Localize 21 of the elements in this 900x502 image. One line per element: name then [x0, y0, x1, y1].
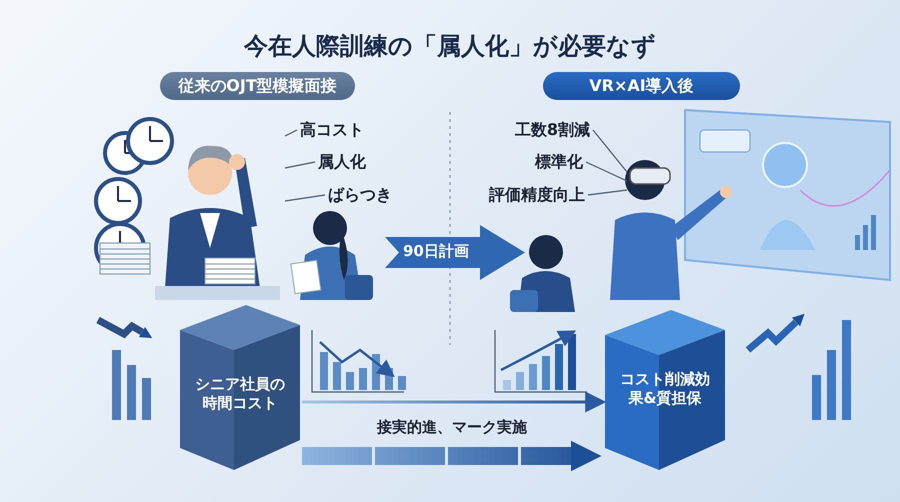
- leader-line: [284, 161, 316, 169]
- leader-line: [586, 161, 628, 182]
- arrow: [302, 440, 602, 472]
- leader-line: [588, 189, 628, 196]
- arrow: [302, 392, 606, 412]
- annotation-text: 属人化: [318, 150, 388, 174]
- annotation-text: 高コスト: [300, 118, 380, 142]
- leader-line: [284, 129, 298, 137]
- leader-line: [592, 130, 628, 172]
- leader-line: [284, 194, 326, 202]
- annotation-text: 工数8割減: [505, 118, 590, 142]
- title: 今在人際訓練の「属人化」が必要なず: [242, 31, 657, 62]
- section-header: VR×AI導入後: [543, 72, 740, 100]
- edge-label: 接実的進、マーク実施: [376, 418, 528, 437]
- cube: シニア社員の時間コスト: [180, 305, 300, 470]
- annotation-text: 評価精度向上: [480, 183, 585, 207]
- cube: コスト削減効果&質担保: [605, 310, 725, 470]
- arrow-banner: 90日計画: [385, 225, 525, 280]
- annotation-text: 標準化: [523, 150, 583, 174]
- annotation-text: ばらつき: [328, 183, 408, 207]
- section-header: 従来のOJT型模擬面接: [160, 72, 355, 100]
